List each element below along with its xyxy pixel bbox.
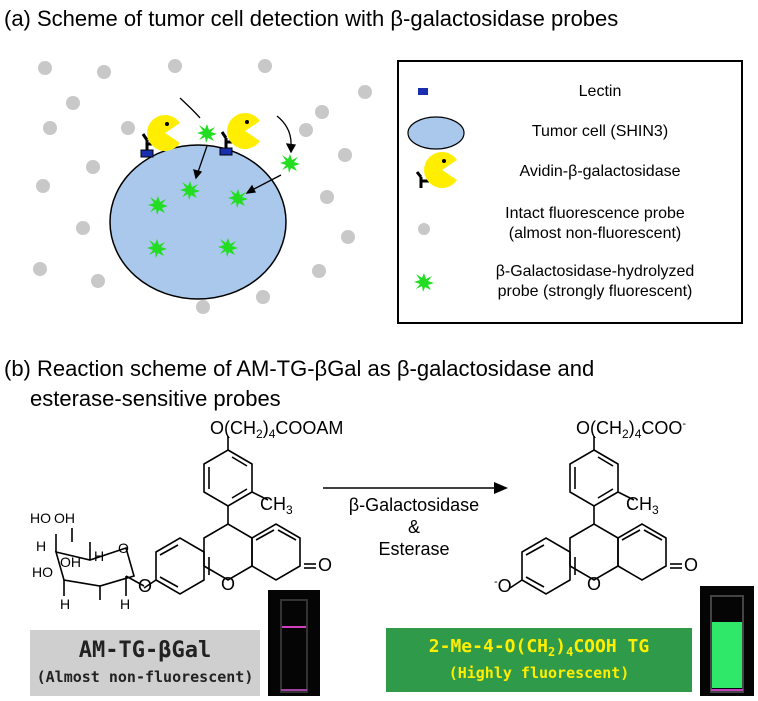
legend-hydrolyzed-line1: β-Galactosidase-hydrolyzed bbox=[495, 263, 695, 280]
legend-avidin-label: Avidin-β-galactosidase bbox=[519, 163, 681, 180]
product-name: 2-Me-4-O(CH2)4COOH TG bbox=[428, 636, 650, 659]
legend-hydrolyzed-probe-label: β-Galactosidase-hydrolyzed probe (strong… bbox=[450, 262, 740, 302]
sugar-label-ho: HO bbox=[32, 564, 53, 580]
sugar-label-h1: H bbox=[36, 538, 47, 554]
reactant-substituent-label: O(CH2)4COOAM bbox=[210, 418, 344, 441]
arrow-amp: & bbox=[407, 517, 420, 537]
sugar-label-h2: H bbox=[94, 548, 105, 564]
arrow-enzyme1: β-Galactosidase bbox=[348, 495, 480, 515]
reactant-note: (Almost non-fluorescent) bbox=[36, 668, 254, 686]
sugar-label-h3: H bbox=[60, 596, 71, 612]
sugar-label-oh-top: OH bbox=[54, 510, 75, 526]
product-note: (Highly fluorescent) bbox=[448, 664, 630, 682]
sugar-label-h4: H bbox=[120, 596, 131, 612]
legend-intact-line1: Intact fluorescence probe bbox=[505, 205, 685, 222]
title-b-line1: (b) Reaction scheme of AM-TG-βGal as β-g… bbox=[4, 356, 595, 381]
tumor-cell-ellipse bbox=[109, 144, 287, 300]
intact-probes bbox=[33, 59, 372, 314]
legend-box bbox=[397, 60, 743, 324]
reactant-ring-o: O bbox=[221, 574, 236, 594]
reactant-methyl-label: CH3 bbox=[260, 494, 293, 517]
arrow-enzyme2: Esterase bbox=[378, 539, 450, 559]
reaction-arrow bbox=[323, 482, 508, 494]
reactant-structure bbox=[54, 436, 316, 600]
product-name-box bbox=[386, 628, 692, 692]
sugar-label-oh: OH bbox=[60, 554, 81, 570]
enzyme-complex-right bbox=[219, 113, 260, 156]
legend-symbols bbox=[407, 88, 465, 292]
panel-a-scheme bbox=[33, 59, 372, 314]
reactant-link-o: O bbox=[138, 576, 153, 596]
legend-intact-probe-label: Intact fluorescence probe (almost non-fl… bbox=[450, 204, 740, 244]
product-methyl-label: CH3 bbox=[626, 494, 659, 517]
legend-intact-line2: (almost non-fluorescent) bbox=[508, 225, 682, 242]
sugar-label-ring-o: O bbox=[118, 540, 129, 556]
legend-lectin-label: Lectin bbox=[578, 83, 622, 100]
arrow-conditions: β-Galactosidase & Esterase bbox=[324, 494, 504, 560]
legend-tumor-cell-label: Tumor cell (SHIN3) bbox=[531, 123, 669, 140]
product-anion-label: -O bbox=[494, 576, 512, 596]
product-carbonyl-o: O bbox=[684, 555, 699, 575]
reaction-arrows bbox=[179, 97, 297, 194]
enzyme-complex-left bbox=[140, 115, 180, 158]
sugar-label-ho-top: HO bbox=[30, 510, 51, 526]
product-ring-o: O bbox=[587, 574, 602, 594]
legend-hydrolyzed-line2: probe (strongly fluorescent) bbox=[497, 283, 693, 300]
cuvette-photo-reactant bbox=[268, 590, 320, 696]
title-a: (a) Scheme of tumor cell detection with … bbox=[4, 6, 619, 31]
reactant-name: AM-TG-βGal bbox=[78, 638, 212, 663]
reactant-name-box bbox=[30, 630, 260, 696]
cuvette-photo-product bbox=[700, 586, 754, 696]
product-substituent-label: O(CH2)4COO- bbox=[576, 418, 687, 441]
reactant-carbonyl-o: O bbox=[318, 555, 333, 575]
product-structure bbox=[509, 436, 682, 595]
title-b-line2: esterase-sensitive probes bbox=[30, 386, 281, 411]
